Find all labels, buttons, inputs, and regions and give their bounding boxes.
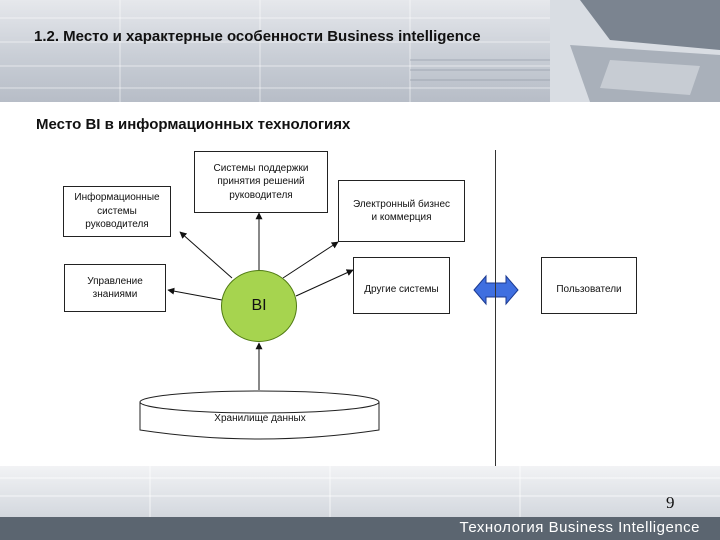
node-dss: Системы поддержки принятия решений руков…	[194, 151, 328, 213]
footer-bar	[0, 517, 720, 540]
bidirectional-arrow	[473, 274, 519, 306]
footer-title: Технология Business Intelligence	[459, 519, 700, 536]
arrow-to-ebusiness	[282, 241, 339, 279]
separator-line	[495, 150, 496, 466]
page-number: 9	[666, 493, 675, 512]
laptop-image	[550, 0, 720, 102]
diagram-subtitle: Место BI в информационных технологиях	[36, 116, 351, 133]
bi-node: BI	[221, 270, 297, 342]
arrow-to-knowledge	[167, 287, 223, 301]
node-info-systems: Информационные системы руководителя	[63, 186, 171, 237]
header-band	[0, 0, 720, 102]
arrow-to-info-systems	[179, 231, 233, 279]
node-other-systems: Другие системы	[353, 257, 450, 314]
node-users: Пользователи	[541, 257, 637, 314]
node-knowledge: Управление знаниями	[64, 264, 166, 312]
header-decoration	[0, 0, 720, 102]
arrow-to-other-systems	[295, 269, 354, 297]
node-ebusiness: Электронный бизнес и коммерция	[338, 180, 465, 242]
slide-title: 1.2. Место и характерные особенности Bus…	[34, 28, 481, 45]
storage-cylinder	[139, 390, 380, 440]
node-storage-label: Хранилище данных	[214, 413, 306, 425]
